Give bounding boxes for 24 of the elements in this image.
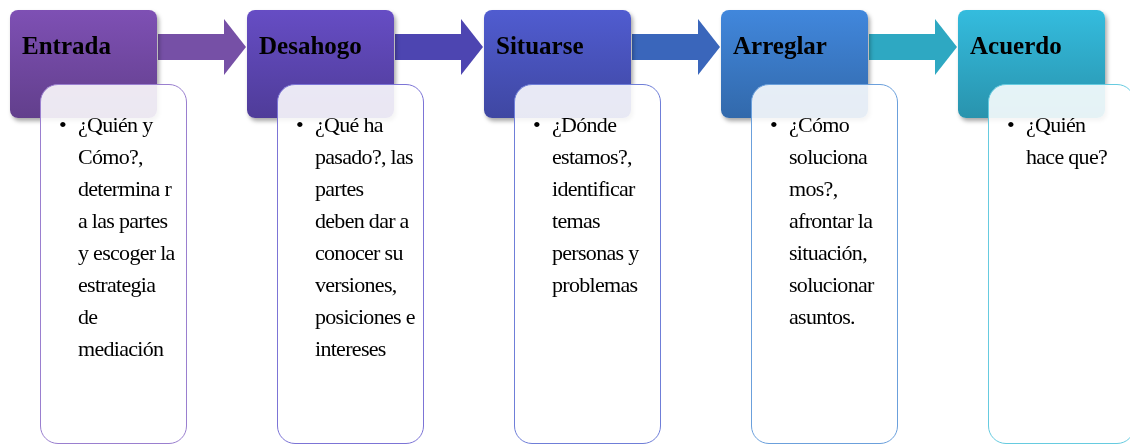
step-title: Desahogo xyxy=(259,32,362,60)
description-card xyxy=(988,84,1130,444)
block-arrow xyxy=(395,19,483,75)
description-card xyxy=(40,84,187,444)
bullet-mark: • xyxy=(533,111,541,139)
description-text: ¿Quién y Cómo?, determina r a las partes y escoger la estrategia de mediación xyxy=(78,111,176,363)
step-title: Acuerdo xyxy=(970,32,1062,60)
description-card xyxy=(751,84,898,444)
block-arrow xyxy=(632,19,720,75)
description-card xyxy=(277,84,424,444)
block-arrow xyxy=(869,19,957,75)
bullet-mark: • xyxy=(770,111,778,139)
bullet-mark: • xyxy=(59,111,67,139)
bullet-mark: • xyxy=(296,111,304,139)
description-text: ¿Dónde estamos?, identificar temas personas y problemas xyxy=(552,111,640,299)
description-text: ¿Quién hace que? xyxy=(1026,111,1109,171)
step-title: Entrada xyxy=(22,32,111,60)
block-arrow xyxy=(158,19,246,75)
step-title: Situarse xyxy=(496,32,584,60)
description-text: ¿Qué ha pasado?, las partes deben dar a conocer su versiones, posiciones e intereses xyxy=(315,111,415,363)
description-card xyxy=(514,84,661,444)
description-text: ¿Cómo soluciona mos?, afrontar la situación, solucionar asuntos. xyxy=(789,111,875,331)
bullet-mark: • xyxy=(1007,111,1015,139)
step-title: Arreglar xyxy=(733,32,827,60)
